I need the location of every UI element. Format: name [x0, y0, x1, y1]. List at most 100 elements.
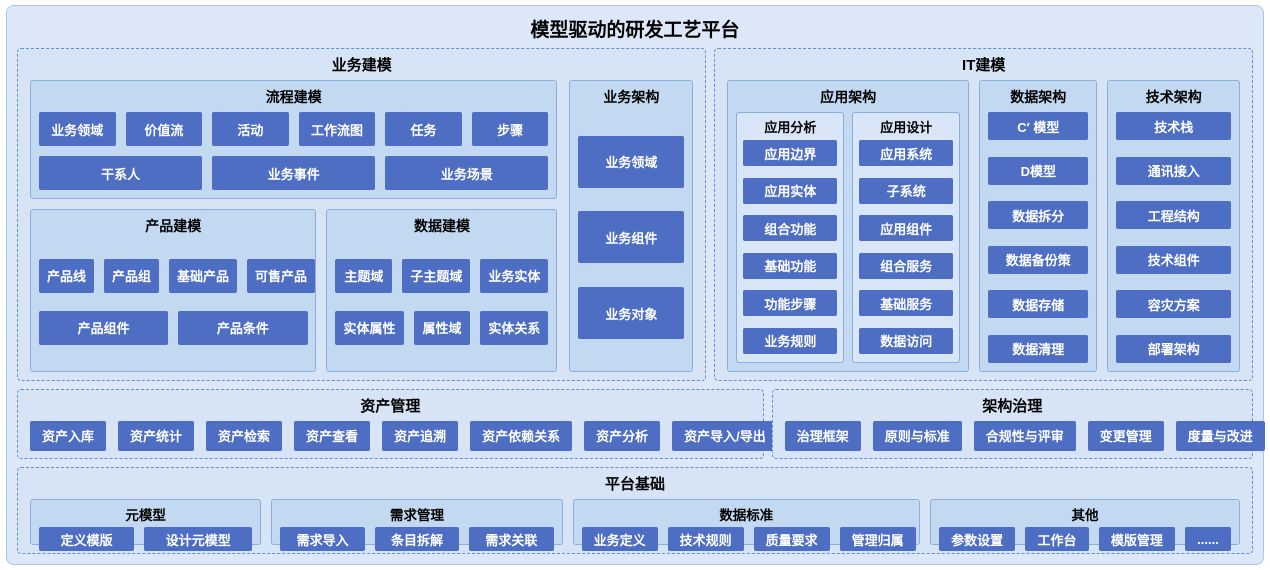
meta-model-item-button[interactable]: 定义模版: [39, 527, 135, 552]
application-design-title: 应用设计: [880, 120, 933, 135]
data-standard-title: 数据标准: [719, 508, 774, 524]
technology-architecture-title: 技术架构: [1145, 89, 1202, 105]
data-modeling-module-button[interactable]: 主题域: [335, 258, 393, 293]
data-modeling-module-button[interactable]: 子主题域: [402, 258, 471, 293]
content-rows: 业务建模 流程建模 业务领域 价值流 活动 工作流图 任务: [17, 48, 1265, 554]
data-standard-item-button[interactable]: 技术规则: [667, 527, 744, 552]
others-title: 其他: [1071, 508, 1099, 524]
meta-model-title: 元模型: [125, 508, 166, 524]
tech-architecture-item-button[interactable]: 部署架构: [1116, 334, 1231, 363]
process-module-button[interactable]: 步骤: [471, 112, 549, 146]
data-architecture-item-button[interactable]: 数据备份策: [988, 245, 1089, 274]
business-architecture-item-button[interactable]: 业务组件: [578, 211, 685, 264]
box-product-modeling: 产品建模 产品线 产品组 基础产品 可售产品: [30, 209, 317, 372]
asset-function-button[interactable]: 资产统计: [118, 420, 195, 451]
app-analysis-item-button[interactable]: 功能步骤: [743, 290, 838, 317]
tech-architecture-item-button[interactable]: 技术组件: [1116, 245, 1231, 274]
business-modeling-title: 业务建模: [331, 57, 392, 74]
application-architecture-title: 应用架构: [820, 89, 877, 105]
asset-function-button[interactable]: 资产导入/导出: [672, 420, 778, 451]
requirement-item-button[interactable]: 需求导入: [280, 527, 365, 552]
app-design-item-button[interactable]: 子系统: [859, 177, 954, 204]
data-standard-item-button[interactable]: 管理归属: [839, 527, 916, 552]
box-process-modeling: 流程建模 业务领域 价值流 活动 工作流图 任务 步骤: [30, 80, 558, 199]
data-modeling-module-button[interactable]: 业务实体: [480, 258, 549, 293]
app-analysis-item-button[interactable]: 应用实体: [743, 177, 838, 204]
app-analysis-item-button[interactable]: 组合功能: [743, 215, 838, 242]
others-item-button[interactable]: 模版管理: [1098, 527, 1175, 552]
data-modeling-module-button[interactable]: 实体属性: [335, 310, 404, 345]
process-module-button[interactable]: 任务: [385, 112, 462, 146]
tech-architecture-item-button[interactable]: 工程结构: [1116, 201, 1231, 230]
button-row: 干系人 业务事件 业务场景: [39, 156, 549, 190]
others-item-button[interactable]: ......: [1185, 527, 1231, 552]
application-analysis-title: 应用分析: [764, 120, 817, 135]
box-meta-model: 元模型 定义模版 设计元模型: [30, 499, 262, 552]
process-modeling-title: 流程建模: [265, 89, 322, 105]
product-module-button[interactable]: 产品条件: [178, 310, 308, 345]
governance-function-button[interactable]: 原则与标准: [872, 420, 962, 451]
data-architecture-item-button[interactable]: 数据清理: [988, 334, 1089, 363]
meta-model-item-button[interactable]: 设计元模型: [144, 527, 253, 552]
app-analysis-item-button[interactable]: 基础功能: [743, 252, 838, 279]
requirement-item-button[interactable]: 条目拆解: [374, 527, 460, 552]
process-module-button[interactable]: 干系人: [39, 156, 203, 190]
process-module-button[interactable]: 工作流图: [298, 112, 376, 146]
app-design-item-button[interactable]: 基础服务: [859, 290, 954, 317]
asset-function-button[interactable]: 资产检索: [206, 420, 283, 451]
business-architecture-item-button[interactable]: 业务领域: [578, 135, 685, 188]
data-modeling-rows: 主题域 子主题域 业务实体 实体属性 属性域 实体关系: [335, 241, 549, 363]
business-architecture-item-button[interactable]: 业务对象: [578, 287, 685, 340]
button-row: 业务领域 价值流 活动 工作流图 任务 步骤: [39, 112, 549, 146]
page-title: 模型驱动的研发工艺平台: [530, 20, 740, 41]
data-modeling-title: 数据建模: [413, 218, 470, 234]
process-module-button[interactable]: 业务场景: [385, 156, 549, 190]
box-others: 其他 参数设置 工作台 模版管理 ......: [930, 499, 1240, 552]
business-modeling-body: 流程建模 业务领域 价值流 活动 工作流图 任务 步骤: [30, 80, 694, 372]
data-architecture-item-button[interactable]: D模型: [988, 156, 1089, 185]
asset-function-button[interactable]: 资产依赖关系: [470, 420, 573, 451]
data-modeling-module-button[interactable]: 属性域: [413, 310, 471, 345]
process-module-button[interactable]: 业务领域: [39, 112, 116, 146]
asset-function-button[interactable]: 资产入库: [30, 420, 107, 451]
product-module-button[interactable]: 产品组件: [39, 310, 169, 345]
governance-function-button[interactable]: 度量与改进: [1175, 420, 1265, 451]
asset-function-button[interactable]: 资产分析: [584, 420, 661, 451]
asset-function-button[interactable]: 资产查看: [294, 420, 371, 451]
process-module-button[interactable]: 业务事件: [212, 156, 376, 190]
app-design-item-button[interactable]: 应用组件: [859, 215, 954, 242]
others-item-button[interactable]: 工作台: [1025, 527, 1089, 552]
governance-function-button[interactable]: 变更管理: [1087, 420, 1164, 451]
data-standard-item-button[interactable]: 质量要求: [753, 527, 830, 552]
tech-architecture-item-button[interactable]: 通讯接入: [1116, 156, 1231, 185]
button-row: 产品组件 产品条件: [39, 310, 308, 345]
tech-architecture-item-button[interactable]: 技术栈: [1116, 112, 1231, 140]
data-architecture-item-button[interactable]: 数据拆分: [988, 201, 1089, 230]
tech-architecture-item-button[interactable]: 容灾方案: [1116, 290, 1231, 319]
asset-function-button[interactable]: 资产追溯: [382, 420, 459, 451]
process-module-button[interactable]: 价值流: [125, 112, 203, 146]
governance-function-button[interactable]: 合规性与评审: [973, 420, 1076, 451]
application-analysis-stack: 应用边界 应用实体 组合功能 基础功能 功能步骤 业务规则: [743, 140, 838, 354]
others-item-button[interactable]: 参数设置: [939, 527, 1016, 552]
product-module-button[interactable]: 基础产品: [169, 258, 238, 293]
app-analysis-item-button[interactable]: 业务规则: [743, 327, 838, 354]
business-modeling-left: 流程建模 业务领域 价值流 活动 工作流图 任务 步骤: [30, 80, 558, 372]
box-application-architecture: 应用架构 应用分析 应用边界 应用实体 组合功能 基础功能 功: [727, 80, 970, 372]
data-architecture-item-button[interactable]: C′ 模型: [988, 112, 1089, 140]
app-design-item-button[interactable]: 数据访问: [859, 327, 954, 354]
process-module-button[interactable]: 活动: [212, 112, 289, 146]
app-analysis-item-button[interactable]: 应用边界: [743, 140, 838, 166]
governance-function-button[interactable]: 治理框架: [784, 420, 861, 451]
data-standard-item-button[interactable]: 业务定义: [581, 527, 658, 552]
requirement-item-button[interactable]: 需求关联: [469, 527, 554, 552]
product-module-button[interactable]: 产品线: [39, 258, 95, 293]
app-design-item-button[interactable]: 组合服务: [859, 252, 954, 279]
product-module-button[interactable]: 产品组: [104, 258, 160, 293]
data-modeling-module-button[interactable]: 实体关系: [480, 310, 549, 345]
product-module-button[interactable]: 可售产品: [247, 258, 316, 293]
app-design-item-button[interactable]: 应用系统: [859, 140, 954, 166]
data-architecture-item-button[interactable]: 数据存储: [988, 290, 1089, 319]
product-modeling-title: 产品建模: [145, 218, 202, 234]
